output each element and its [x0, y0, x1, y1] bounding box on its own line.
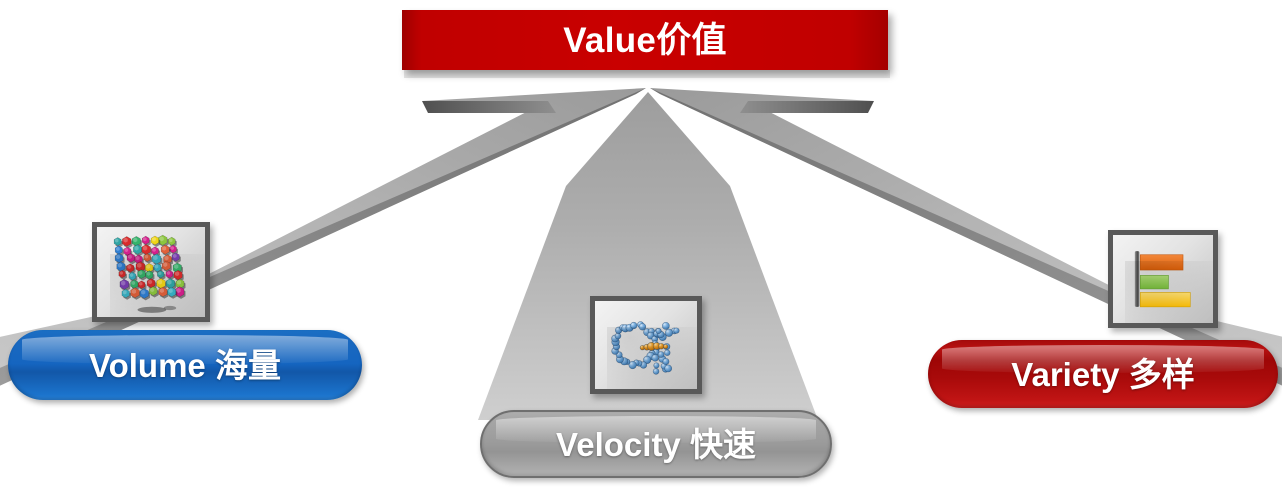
node-velocity[interactable]: Velocity 快速: [480, 410, 832, 478]
node-variety[interactable]: Variety 多样: [928, 340, 1278, 408]
node-volume[interactable]: Volume 海量: [8, 330, 362, 400]
node-velocity-label: Velocity 快速: [556, 425, 756, 463]
value-banner: Value价值: [402, 10, 888, 70]
horizontal-bar-chart-icon: [1113, 235, 1213, 323]
arrow-to-velocity: [478, 92, 818, 420]
value-banner-label: Value价值: [563, 20, 727, 60]
variety-icon-tile: [1108, 230, 1218, 328]
node-volume-label: Volume 海量: [89, 346, 281, 384]
velocity-icon-tile: [590, 296, 702, 394]
node-variety-label: Variety 多样: [1011, 355, 1195, 393]
volume-icon-tile: [92, 222, 210, 322]
molecule-particles-icon: [595, 301, 697, 389]
colorful-cubes-cluster-icon: [97, 227, 205, 317]
